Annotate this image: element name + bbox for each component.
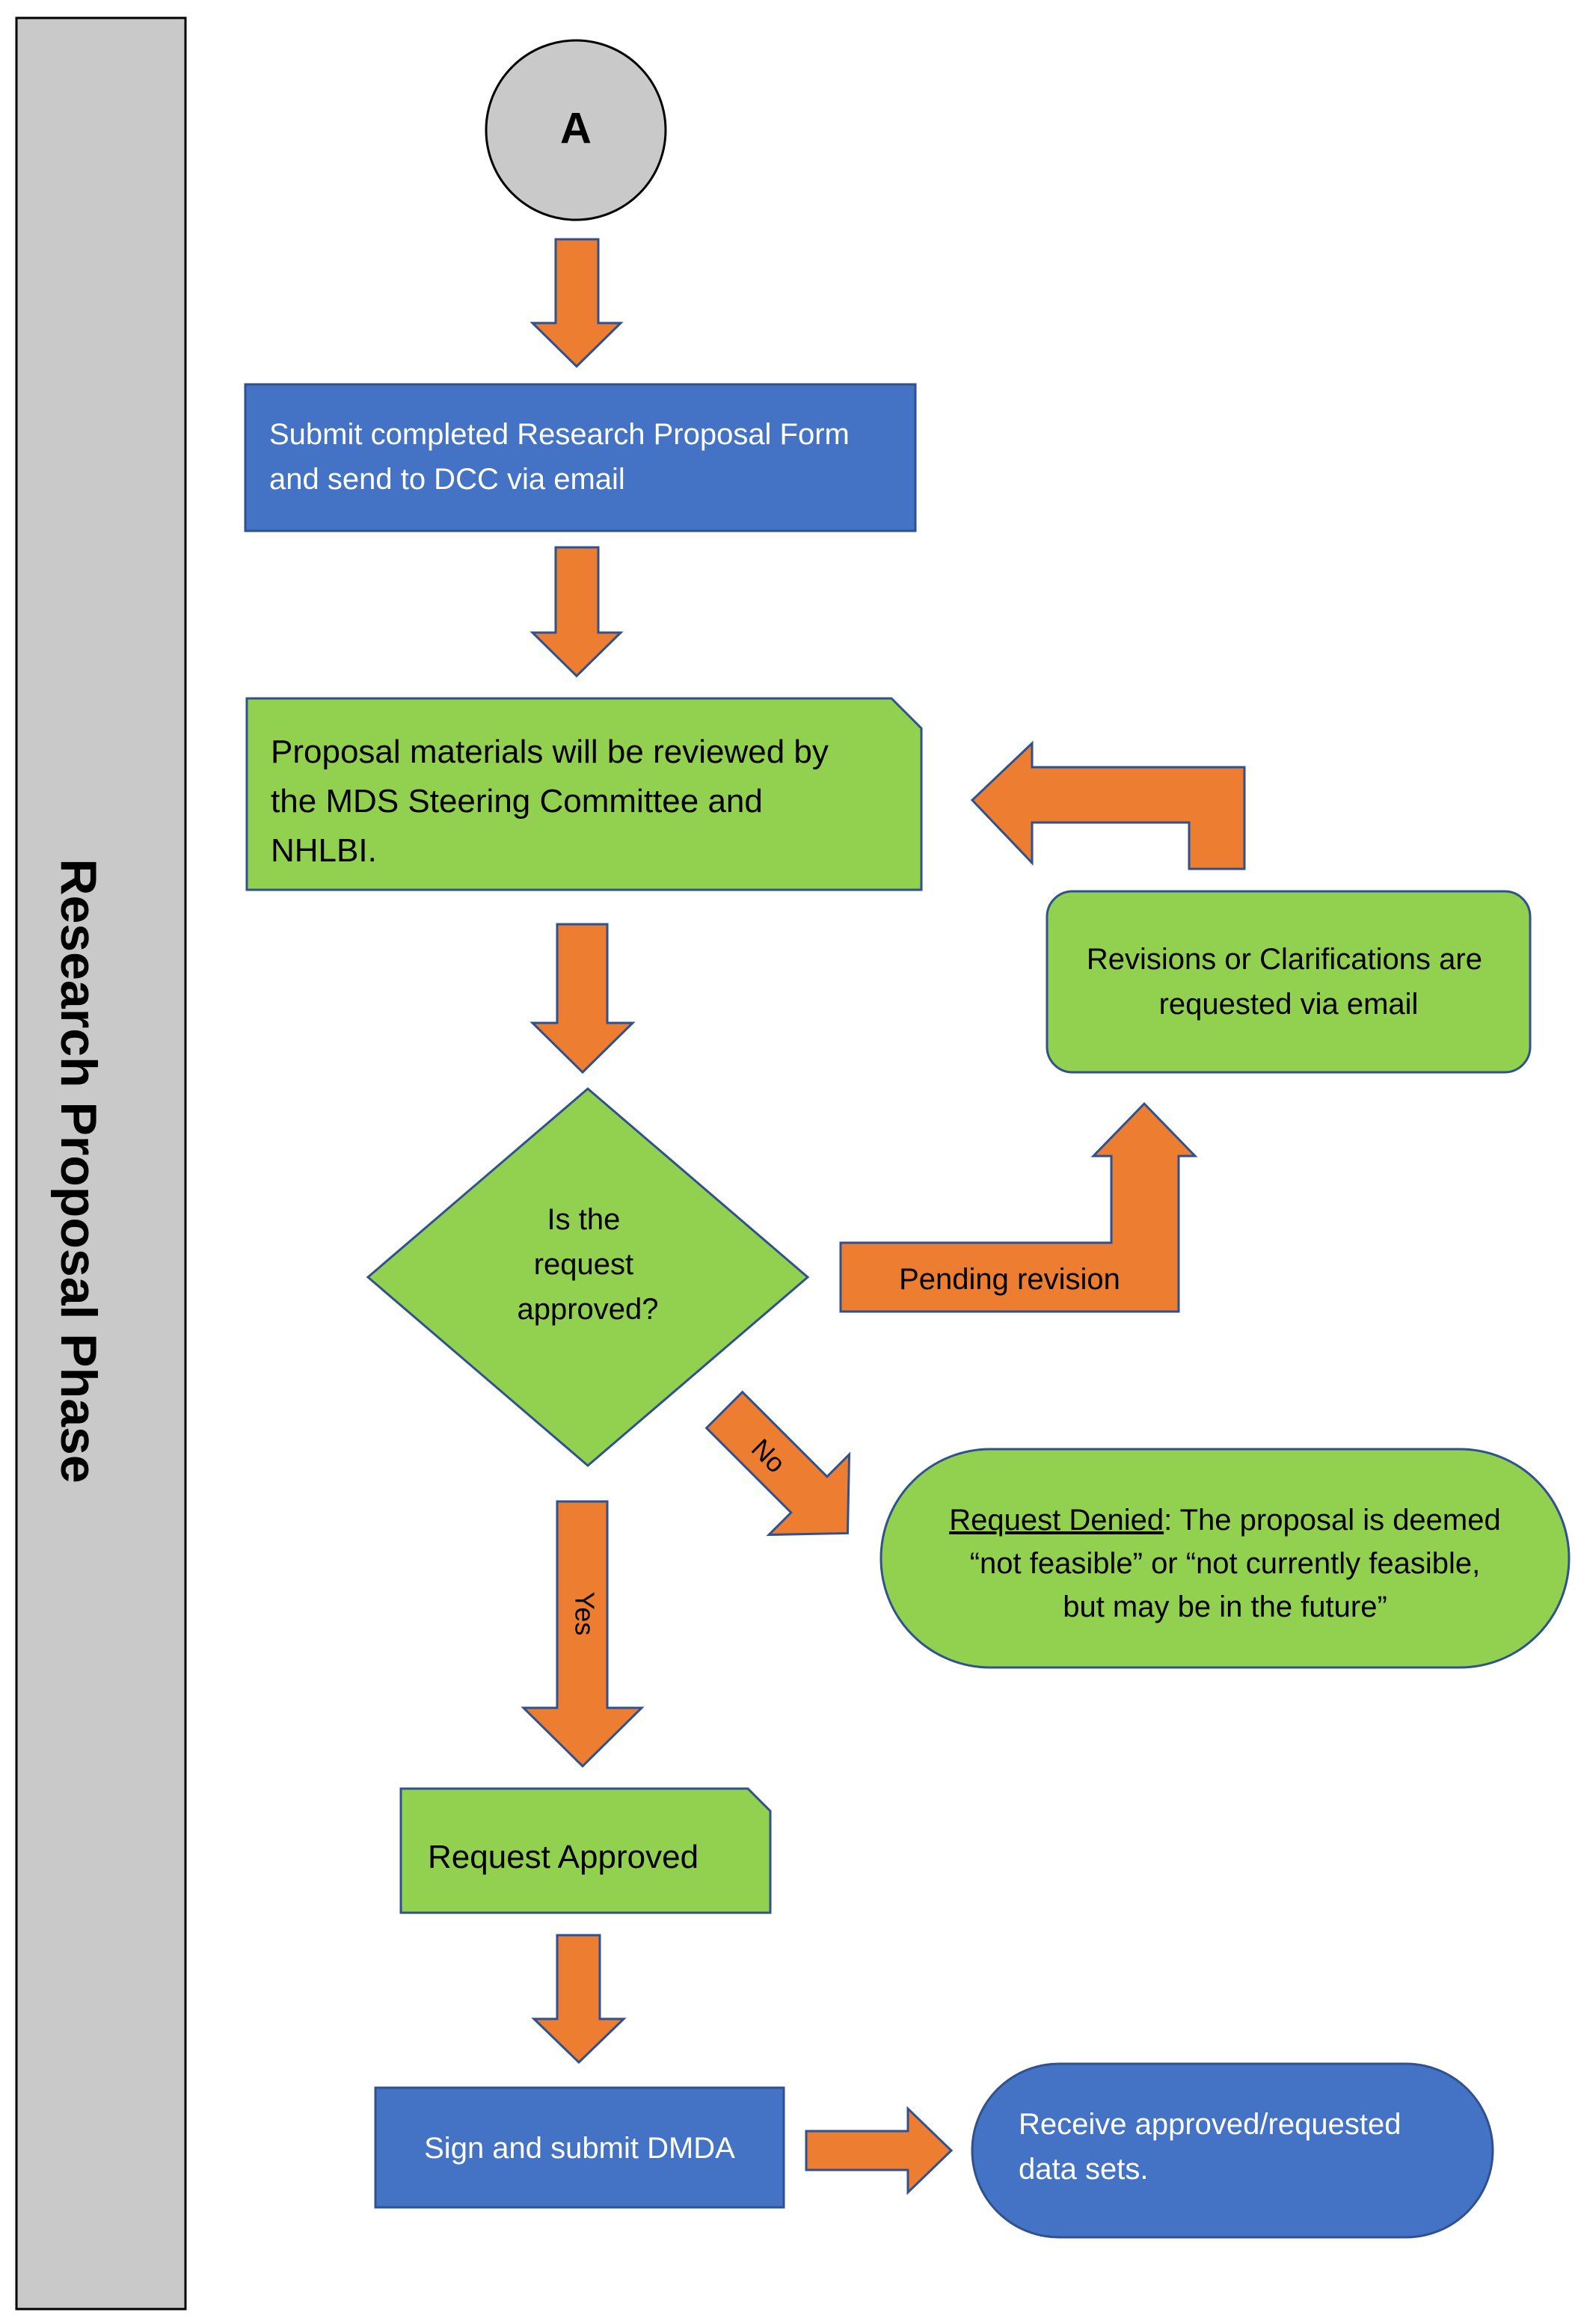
arrow-down-4 <box>531 1934 627 2065</box>
review-step: Proposal materials will be reviewed by t… <box>245 697 923 891</box>
connector-a: A <box>485 39 667 221</box>
receive-line-2: data sets. <box>1019 2153 1148 2186</box>
arrow-right-1 <box>805 2106 954 2195</box>
approved-label: Request Approved <box>428 1839 699 1875</box>
yes-label: Yes <box>569 1592 600 1636</box>
decision-line-2: request <box>534 1248 633 1281</box>
receive-line-1: Receive approved/requested <box>1019 2108 1401 2141</box>
review-line-3: NHLBI. <box>271 832 377 869</box>
submit-form-line-1: Submit completed Research Proposal Form <box>269 418 850 451</box>
revisions-line-2: requested via email <box>1159 988 1419 1021</box>
receive-step: Receive approved/requested data sets. <box>971 2062 1494 2239</box>
phase-label: Research Proposal Phase <box>50 858 107 1483</box>
revisions-line-1: Revisions or Clarifications are <box>1087 943 1482 976</box>
denied-heading: Request Denied <box>949 1504 1164 1537</box>
revisions-text: Revisions or Clarifications are requeste… <box>1087 943 1490 1021</box>
sign-dmda-step: Sign and submit DMDA <box>374 2086 785 2209</box>
arrow-down-1 <box>529 238 624 369</box>
denied-line-2: “not feasible” or “not currently feasibl… <box>970 1547 1481 1580</box>
decision-step: Is the request approved? <box>366 1087 810 1467</box>
denied-step: Request Denied: The proposal is deemed “… <box>879 1448 1571 1669</box>
return-arrow <box>970 740 1246 870</box>
review-line-2: the MDS Steering Committee and <box>271 783 763 820</box>
connector-label: A <box>560 104 592 153</box>
denied-line-1: Request Denied: The proposal is deemed <box>949 1504 1501 1537</box>
sign-dmda-label: Sign and submit DMDA <box>424 2132 735 2165</box>
pending-revision-label: Pending revision <box>899 1263 1120 1296</box>
approved-step: Request Approved <box>399 1787 772 1914</box>
submit-form-text: Submit completed Research Proposal Form … <box>269 418 858 496</box>
review-line-1: Proposal materials will be reviewed by <box>271 734 829 770</box>
decision-line-1: Is the <box>547 1203 621 1236</box>
submit-form-line-2: and send to DCC via email <box>269 463 625 496</box>
denied-line-1-rest: : The proposal is deemed <box>1164 1504 1501 1537</box>
phase-bar: Research Proposal Phase <box>15 16 187 2311</box>
submit-form-step: Submit completed Research Proposal Form … <box>244 383 917 532</box>
arrow-down-yes <box>521 1500 645 1768</box>
review-text: Proposal materials will be reviewed by t… <box>271 734 838 869</box>
decision-text: Is the request approved? <box>517 1203 658 1326</box>
pending-revision-arrow: Pending revision <box>839 1101 1198 1313</box>
denied-line-3: but may be in the future” <box>1063 1590 1387 1623</box>
no-arrow: No <box>704 1390 851 1537</box>
arrow-down-2 <box>529 546 624 678</box>
decision-line-3: approved? <box>517 1293 658 1326</box>
receive-text: Receive approved/requested data sets. <box>1019 2108 1410 2186</box>
arrow-down-3 <box>529 923 636 1075</box>
revisions-step: Revisions or Clarifications are requeste… <box>1046 890 1532 1074</box>
